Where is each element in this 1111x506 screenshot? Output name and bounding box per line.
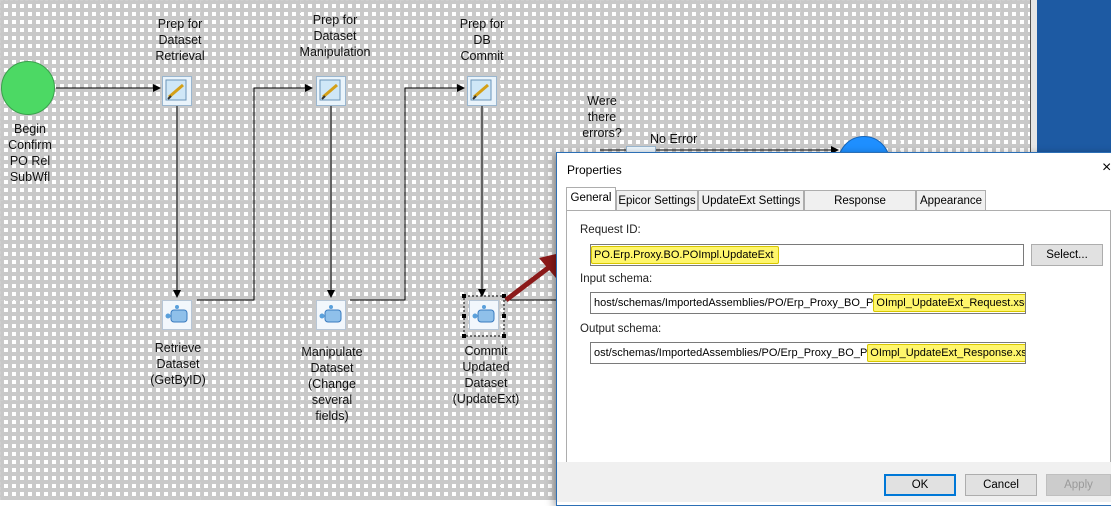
request-id-field[interactable]: PO.Erp.Proxy.BO.POImpl.UpdateExt — [590, 244, 1024, 266]
prep-commit-task-icon[interactable] — [467, 76, 497, 106]
manipulate-dataset-service-icon[interactable] — [316, 300, 346, 330]
grid-line — [0, 400, 1030, 401]
service-icon — [165, 305, 188, 323]
grid-line — [200, 0, 201, 500]
request-id-value: PO.Erp.Proxy.BO.POImpl.UpdateExt — [591, 246, 779, 264]
input-schema-highlight: OImpl_UpdateExt_Request.xsd — [873, 294, 1025, 312]
retrieve-dataset-service-icon[interactable] — [162, 300, 192, 330]
tab-epicor-settings[interactable]: Epicor Settings — [616, 190, 698, 210]
prep-manipulation-task-icon[interactable] — [316, 76, 346, 106]
input-schema-field[interactable]: host/schemas/ImportedAssemblies/PO/Erp_P… — [590, 292, 1026, 314]
prep-manipulation-label: Prep for Dataset Manipulation — [299, 13, 371, 59]
request-id-label: Request ID: — [580, 224, 641, 236]
tab-response-processing[interactable]: Response Processing — [804, 190, 916, 227]
tab-appearance[interactable]: Appearance — [916, 190, 986, 210]
ok-button[interactable]: OK — [884, 474, 956, 496]
output-schema-path: ost/schemas/ImportedAssemblies/PO/Erp_Pr… — [594, 347, 868, 359]
prep-commit-label: Prep for DB Commit — [459, 17, 505, 63]
prep-retrieval-label: Prep for Dataset Retrieval — [155, 17, 205, 63]
service-icon — [319, 305, 342, 323]
manipulate-dataset-label: Manipulate Dataset (Change several field… — [301, 345, 363, 423]
output-schema-label: Output schema: — [580, 323, 662, 335]
grid-line — [500, 0, 501, 500]
workflow-connectors — [56, 84, 839, 338]
grid-line — [400, 0, 401, 500]
service-icon — [472, 305, 495, 323]
task-pencil-icon — [470, 79, 492, 101]
connector — [197, 84, 313, 301]
no-error-label: No Error — [650, 132, 698, 146]
tab-general[interactable]: General — [566, 187, 616, 211]
prep-retrieval-task-icon[interactable] — [162, 76, 192, 106]
grid-line — [0, 100, 1030, 101]
output-schema-field[interactable]: ost/schemas/ImportedAssemblies/PO/Erp_Pr… — [590, 342, 1026, 364]
input-schema-label: Input schema: — [580, 273, 653, 285]
grid-line — [100, 0, 101, 500]
decision-label: Were there errors? — [582, 94, 622, 140]
retrieve-dataset-label: Retrieve Dataset (GetByID) — [150, 341, 206, 387]
start-node[interactable] — [1, 61, 55, 115]
task-pencil-icon — [319, 79, 341, 101]
output-schema-highlight: OImpl_UpdateExt_Response.xsd — [867, 344, 1025, 362]
apply-button[interactable]: Apply — [1046, 474, 1111, 496]
grid-line — [300, 0, 301, 500]
grid-line — [0, 0, 1, 500]
grid-line — [0, 200, 1030, 201]
tab-updateext-settings[interactable]: UpdateExt Settings — [698, 190, 804, 210]
connector — [350, 84, 465, 301]
grid-line — [0, 0, 1030, 1]
task-pencil-icon — [165, 79, 187, 101]
start-node-label: Begin Confirm PO Rel SubWfl — [8, 122, 52, 184]
select-button[interactable]: Select... — [1031, 244, 1103, 266]
dialog-title: Properties — [567, 163, 622, 177]
close-icon[interactable]: × — [1102, 159, 1111, 176]
cancel-button[interactable]: Cancel — [965, 474, 1037, 496]
dialog-titlebar[interactable]: Properties × — [557, 153, 1111, 187]
commit-dataset-service-icon[interactable] — [469, 300, 499, 330]
commit-dataset-label: Commit Updated Dataset (UpdateExt) — [452, 344, 520, 406]
input-schema-path: host/schemas/ImportedAssemblies/PO/Erp_P… — [594, 297, 874, 309]
